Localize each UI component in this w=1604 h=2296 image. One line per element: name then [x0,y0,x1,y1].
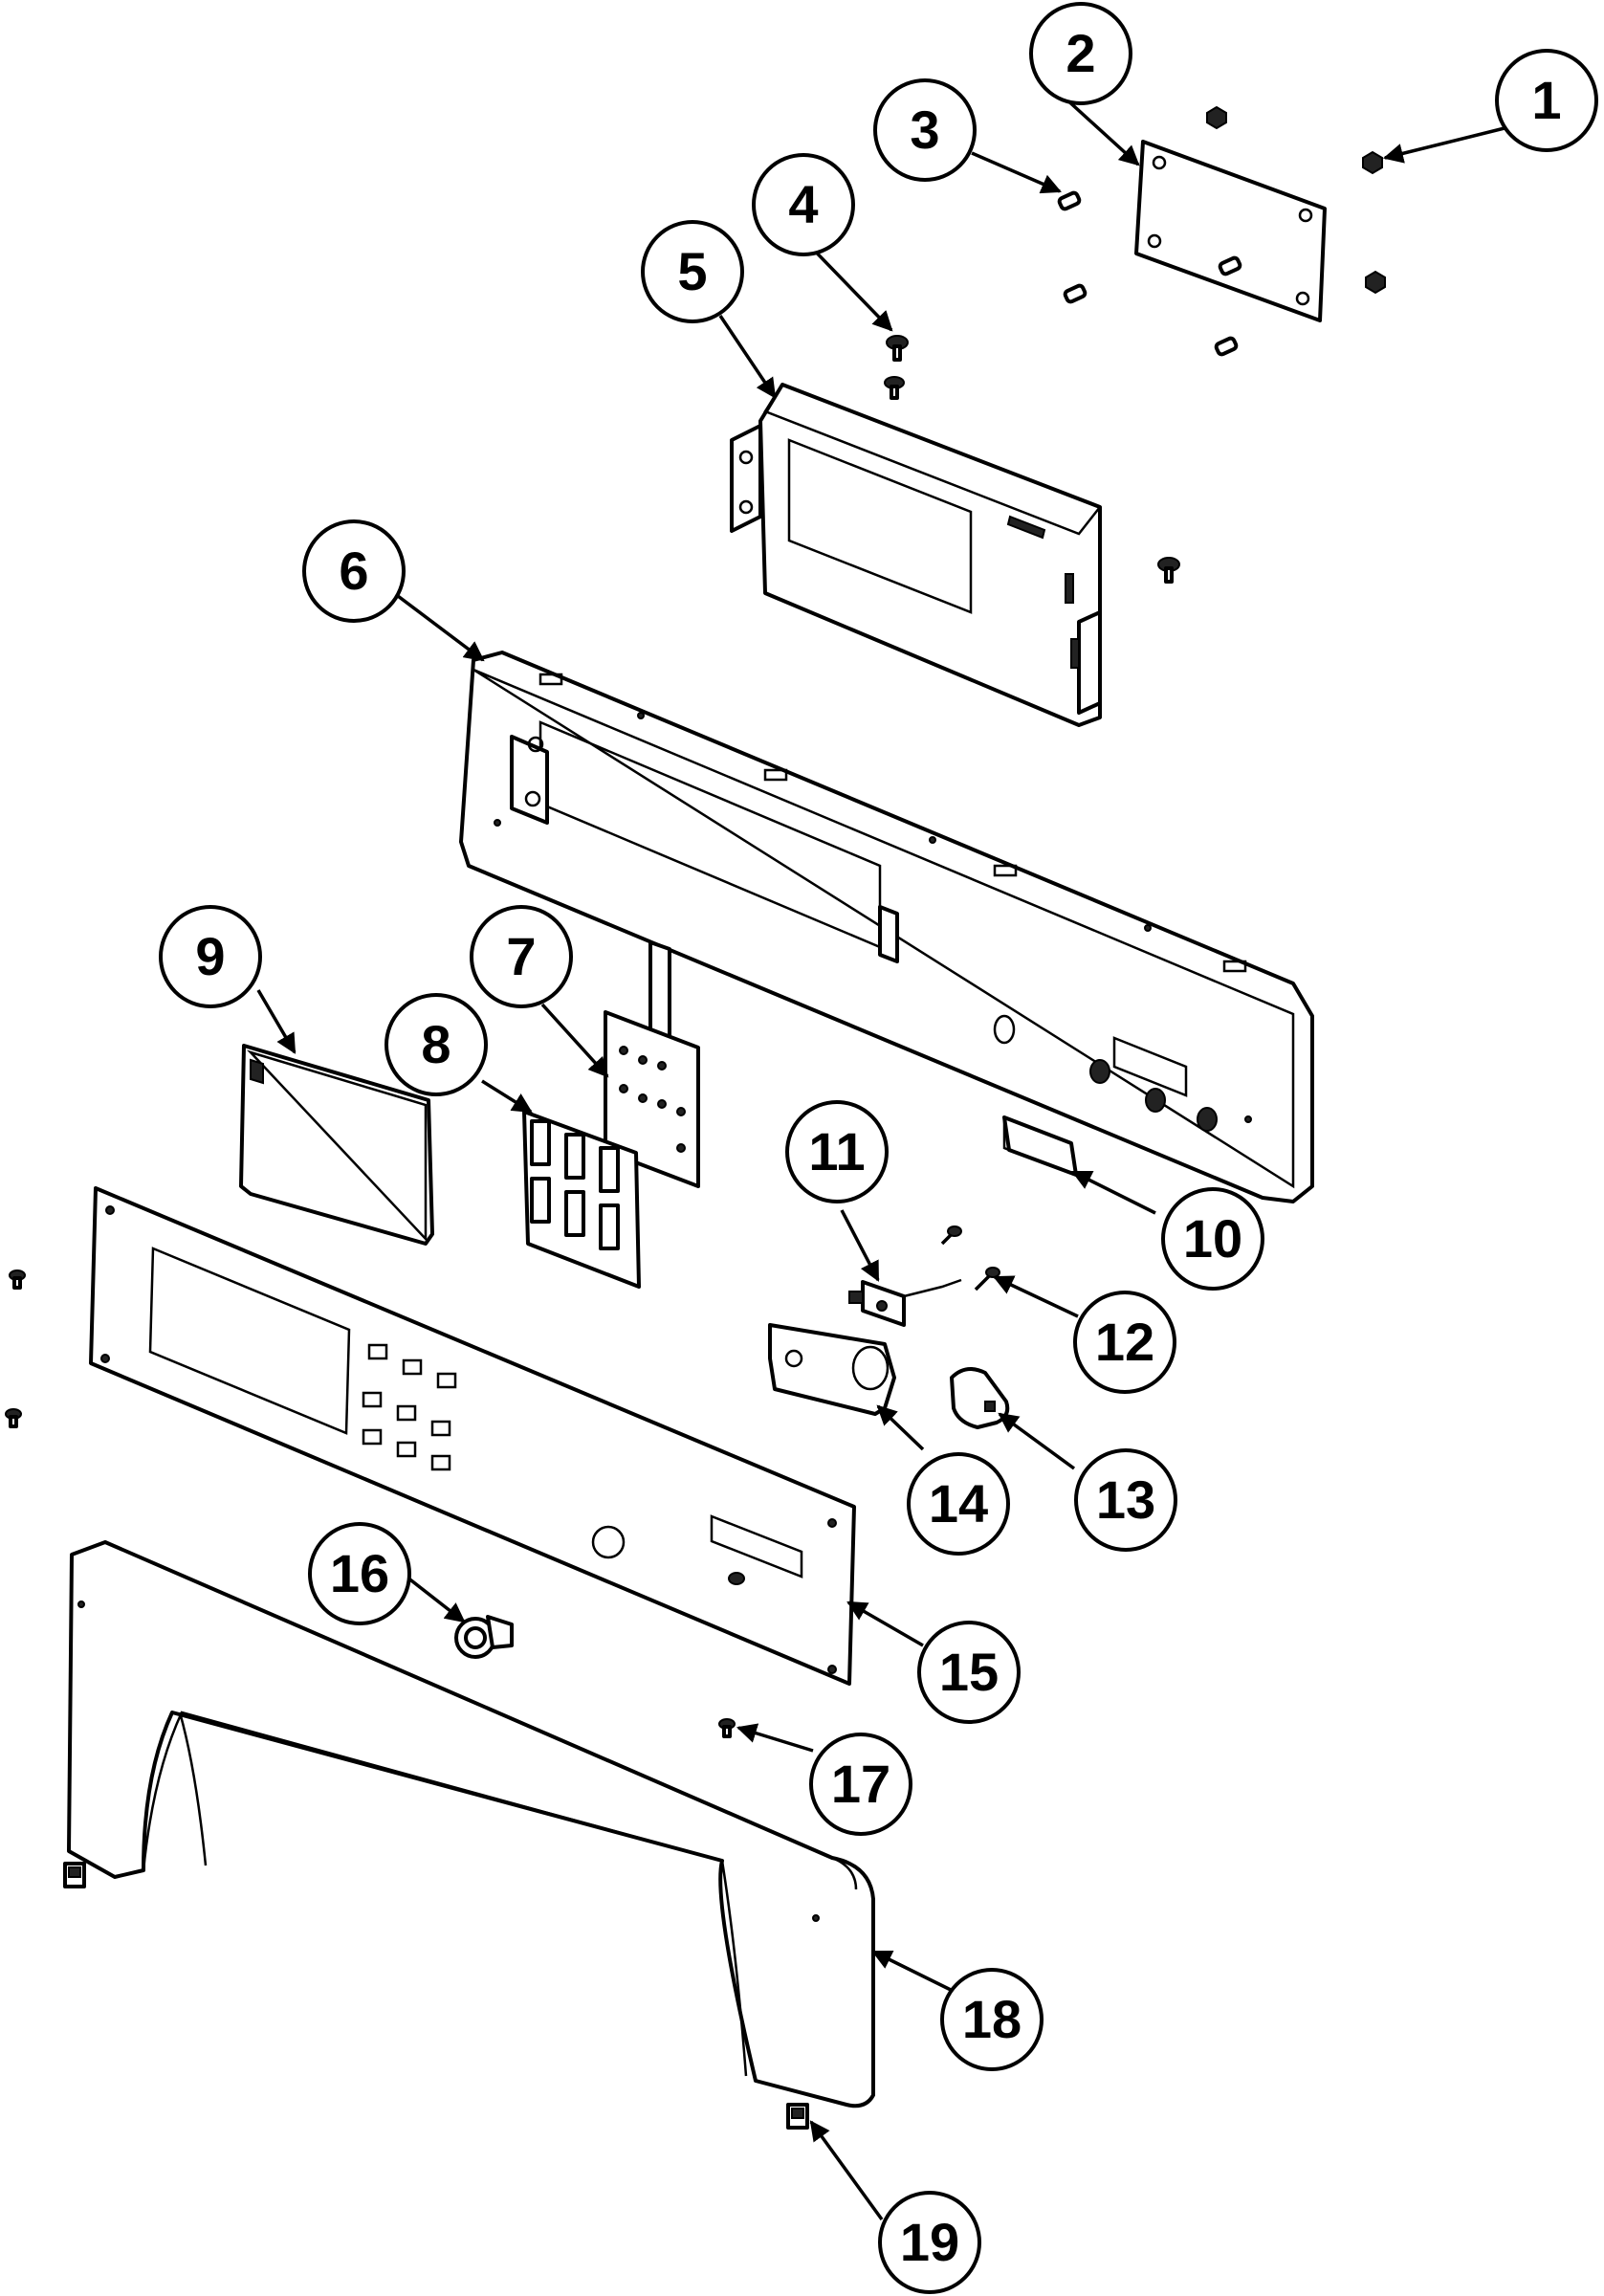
part-8-button-carrier [522,1110,641,1289]
part-5-bracket [730,383,1103,727]
svg-text:12: 12 [1095,1312,1154,1372]
part-15-control-panel [89,1186,856,1686]
svg-text:16: 16 [330,1543,389,1603]
svg-text:9: 9 [195,926,225,986]
part-10-button [1002,1115,1078,1177]
part-14-switch-bracket [768,1323,896,1416]
callout-19: 19 [878,2191,981,2294]
callout-18: 18 [940,1968,1044,2071]
part-17-screw [718,1718,736,1738]
part-4-screws [884,335,1180,584]
part-6-console-panel [459,651,1314,1203]
svg-text:5: 5 [677,241,707,301]
callout-15: 15 [917,1621,1021,1724]
part-18-front-cover [67,1540,875,2108]
callout-1: 1 [1495,49,1598,152]
svg-text:6: 6 [339,541,368,601]
callout-17: 17 [809,1733,912,1836]
part-12-screws [940,1225,1000,1292]
loose-screws [5,1269,26,1428]
svg-text:4: 4 [788,174,818,234]
callout-6: 6 [302,519,406,623]
part-16-knob [454,1615,514,1659]
part-3-standoffs [1057,190,1242,357]
part-2-cover-plate [1134,140,1327,322]
callout-11: 11 [785,1100,889,1203]
callout-10: 10 [1161,1187,1264,1291]
callout-3: 3 [873,78,977,182]
callout-8: 8 [385,993,488,1096]
svg-text:10: 10 [1183,1208,1242,1269]
svg-text:15: 15 [939,1642,999,1702]
svg-text:2: 2 [1066,23,1095,83]
part-1-nuts [1206,105,1386,295]
svg-text:11: 11 [808,1121,865,1181]
svg-text:18: 18 [962,1989,1022,2049]
part-7-flex-circuit [604,940,700,1188]
callout-16: 16 [308,1522,411,1625]
callout-9: 9 [159,905,262,1008]
callout-14: 14 [907,1452,1010,1556]
svg-text:13: 13 [1096,1469,1155,1530]
part-11-microswitch [848,1278,962,1327]
callout-7: 7 [470,905,573,1008]
svg-text:3: 3 [910,99,939,160]
svg-text:7: 7 [506,926,536,986]
svg-text:19: 19 [900,2212,959,2272]
part-13-lamp [950,1367,1010,1429]
callout-2: 2 [1029,2,1132,105]
svg-text:8: 8 [421,1014,450,1074]
callout-13: 13 [1074,1448,1177,1552]
callout-12: 12 [1073,1291,1176,1394]
svg-text:1: 1 [1531,70,1561,130]
leader-lines [256,96,1509,2221]
part-19-clips [63,1862,809,2130]
callout-4: 4 [752,153,855,256]
svg-text:14: 14 [929,1473,988,1534]
svg-text:17: 17 [831,1754,890,1814]
part-9-display-lens [239,1044,434,1246]
callout-5: 5 [641,220,744,323]
